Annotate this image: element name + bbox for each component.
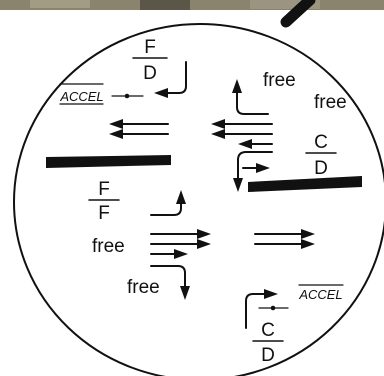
accel-text: ACCEL	[59, 89, 103, 104]
fraction-den: D	[261, 345, 275, 366]
fraction-num: F	[98, 179, 110, 200]
label-free-mid: free	[92, 236, 125, 257]
accel-label-bottom: ACCEL	[298, 285, 343, 302]
fraction-num: C	[261, 320, 275, 341]
label-free-bottom: free	[127, 277, 160, 298]
label-free-top-1: free	[263, 70, 296, 91]
label-free-top-2: free	[314, 92, 347, 113]
fraction-num: C	[314, 132, 328, 153]
fraction-num: F	[144, 37, 156, 58]
paper-area	[0, 10, 384, 376]
accel-dot-top	[125, 94, 130, 99]
accel-text: ACCEL	[298, 287, 342, 302]
accel-dot-bottom	[271, 306, 276, 311]
fraction-den: D	[143, 63, 157, 84]
fraction-den: F	[98, 203, 110, 224]
fraction-den: D	[314, 158, 328, 179]
